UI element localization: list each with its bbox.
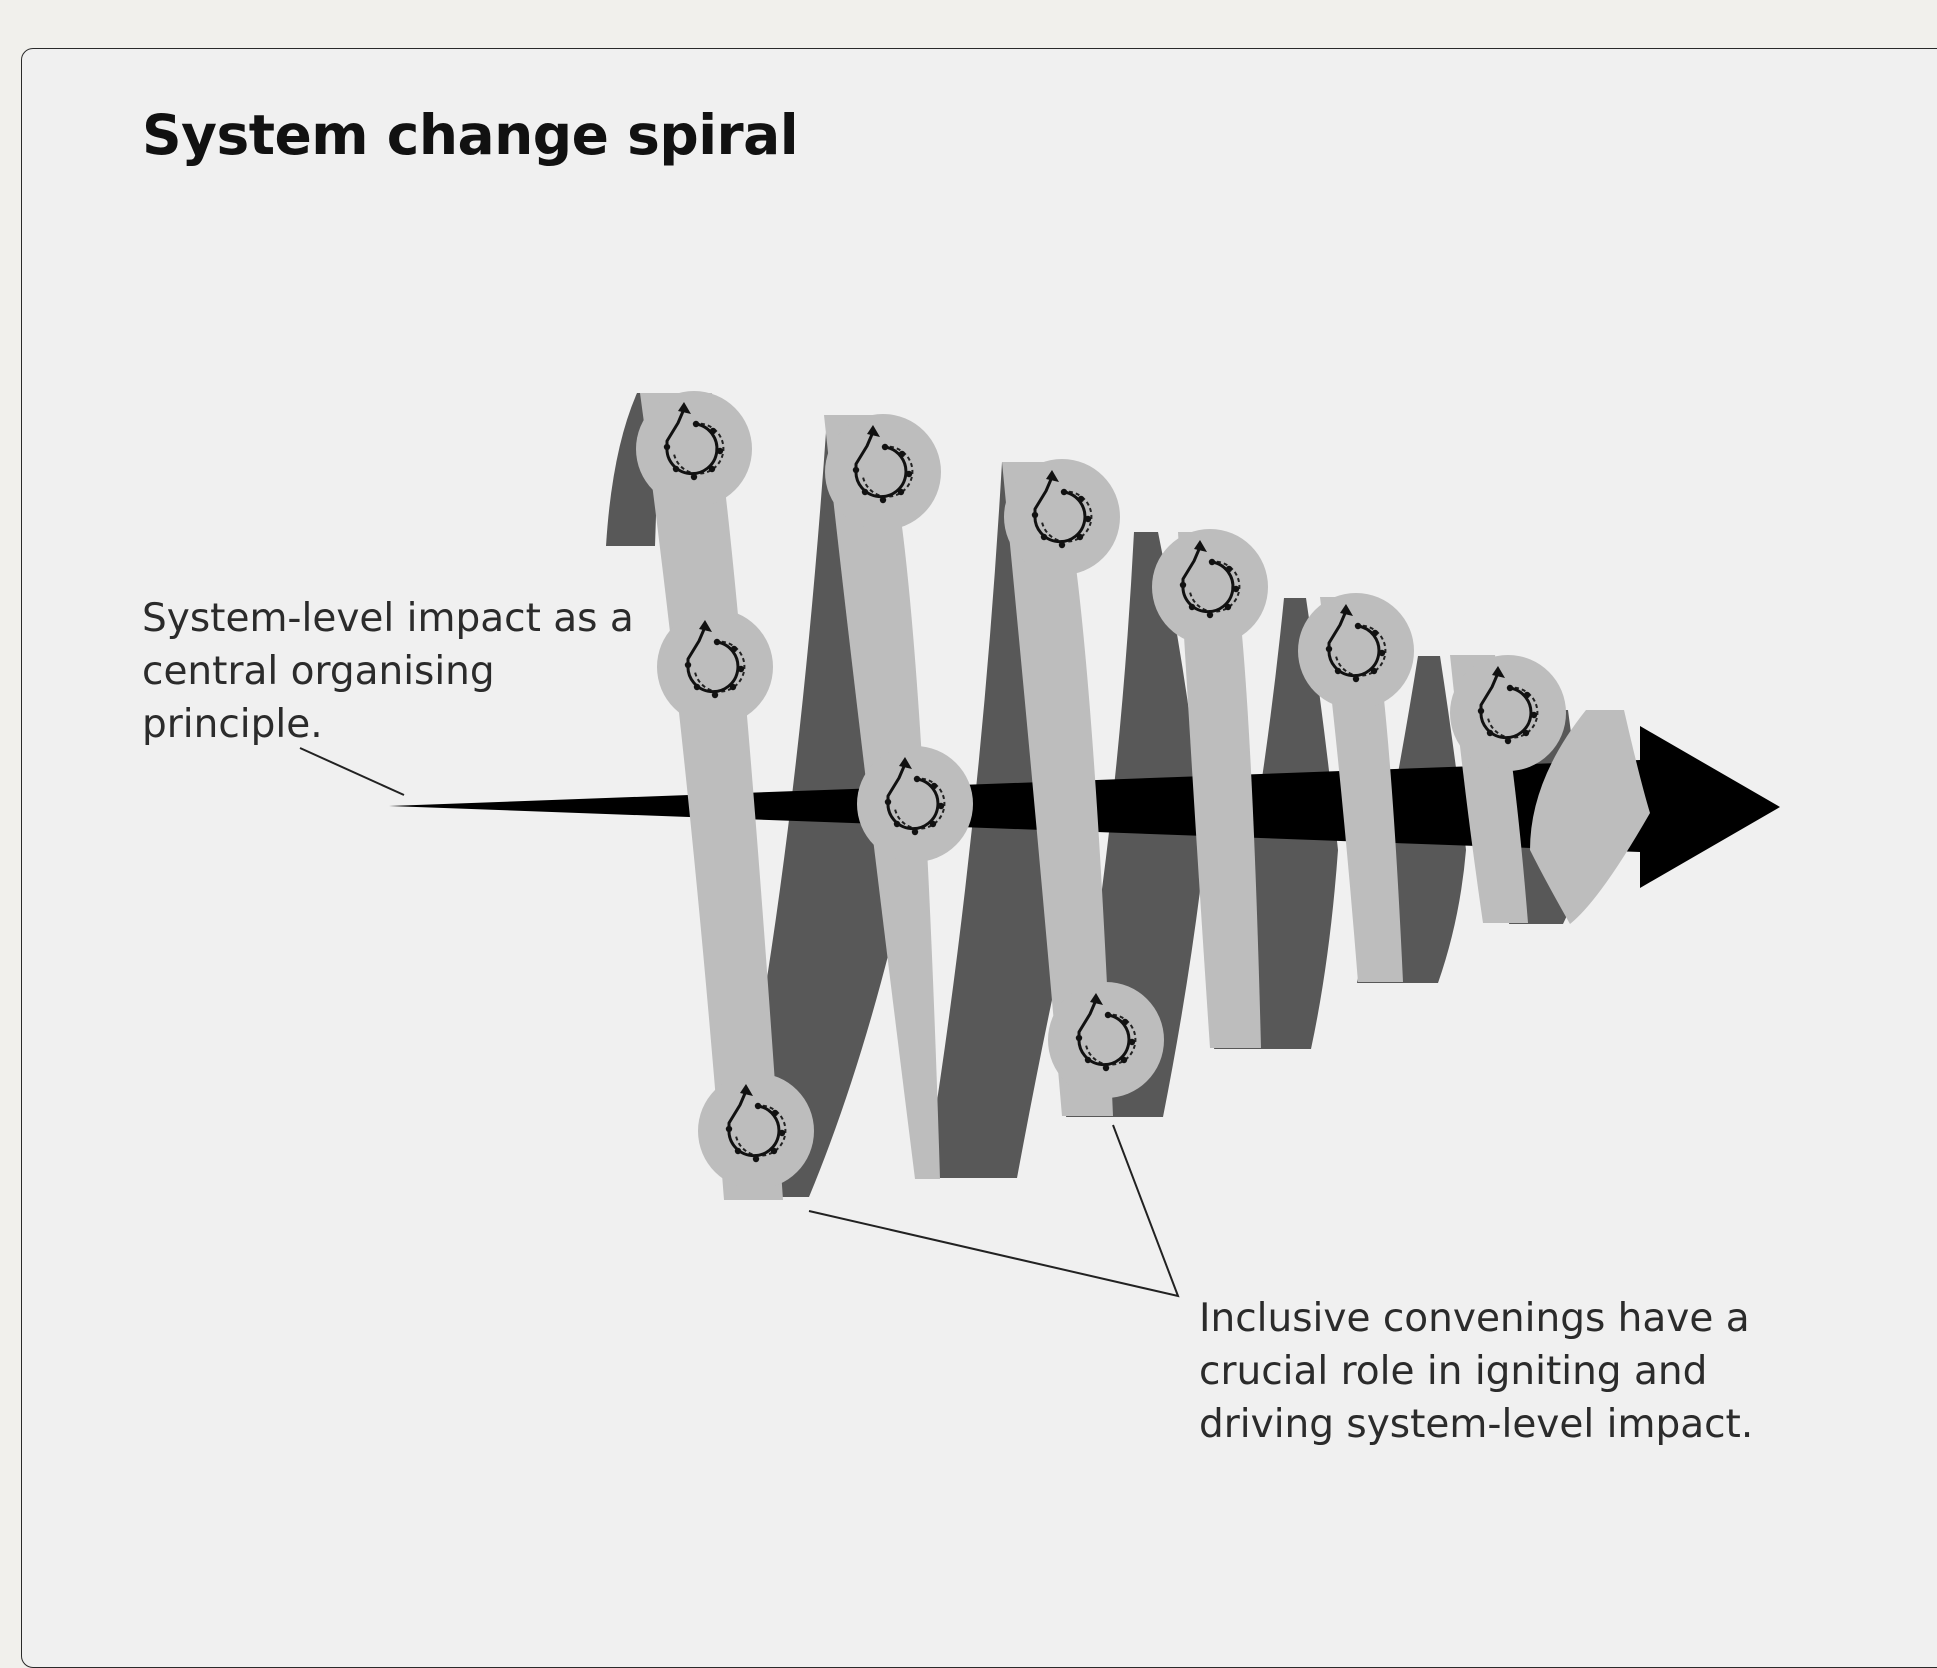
page-title: System change spiral bbox=[142, 103, 799, 167]
spiral-diagram bbox=[299, 391, 1780, 1298]
icon-discs bbox=[636, 391, 1566, 1189]
leader-line-left bbox=[299, 747, 405, 796]
annotation-left: System-level impact as a central organis… bbox=[142, 596, 634, 747]
leader-line-right bbox=[808, 1124, 1180, 1298]
annotation-right: Inclusive convenings have a crucial role… bbox=[1199, 1296, 1754, 1447]
